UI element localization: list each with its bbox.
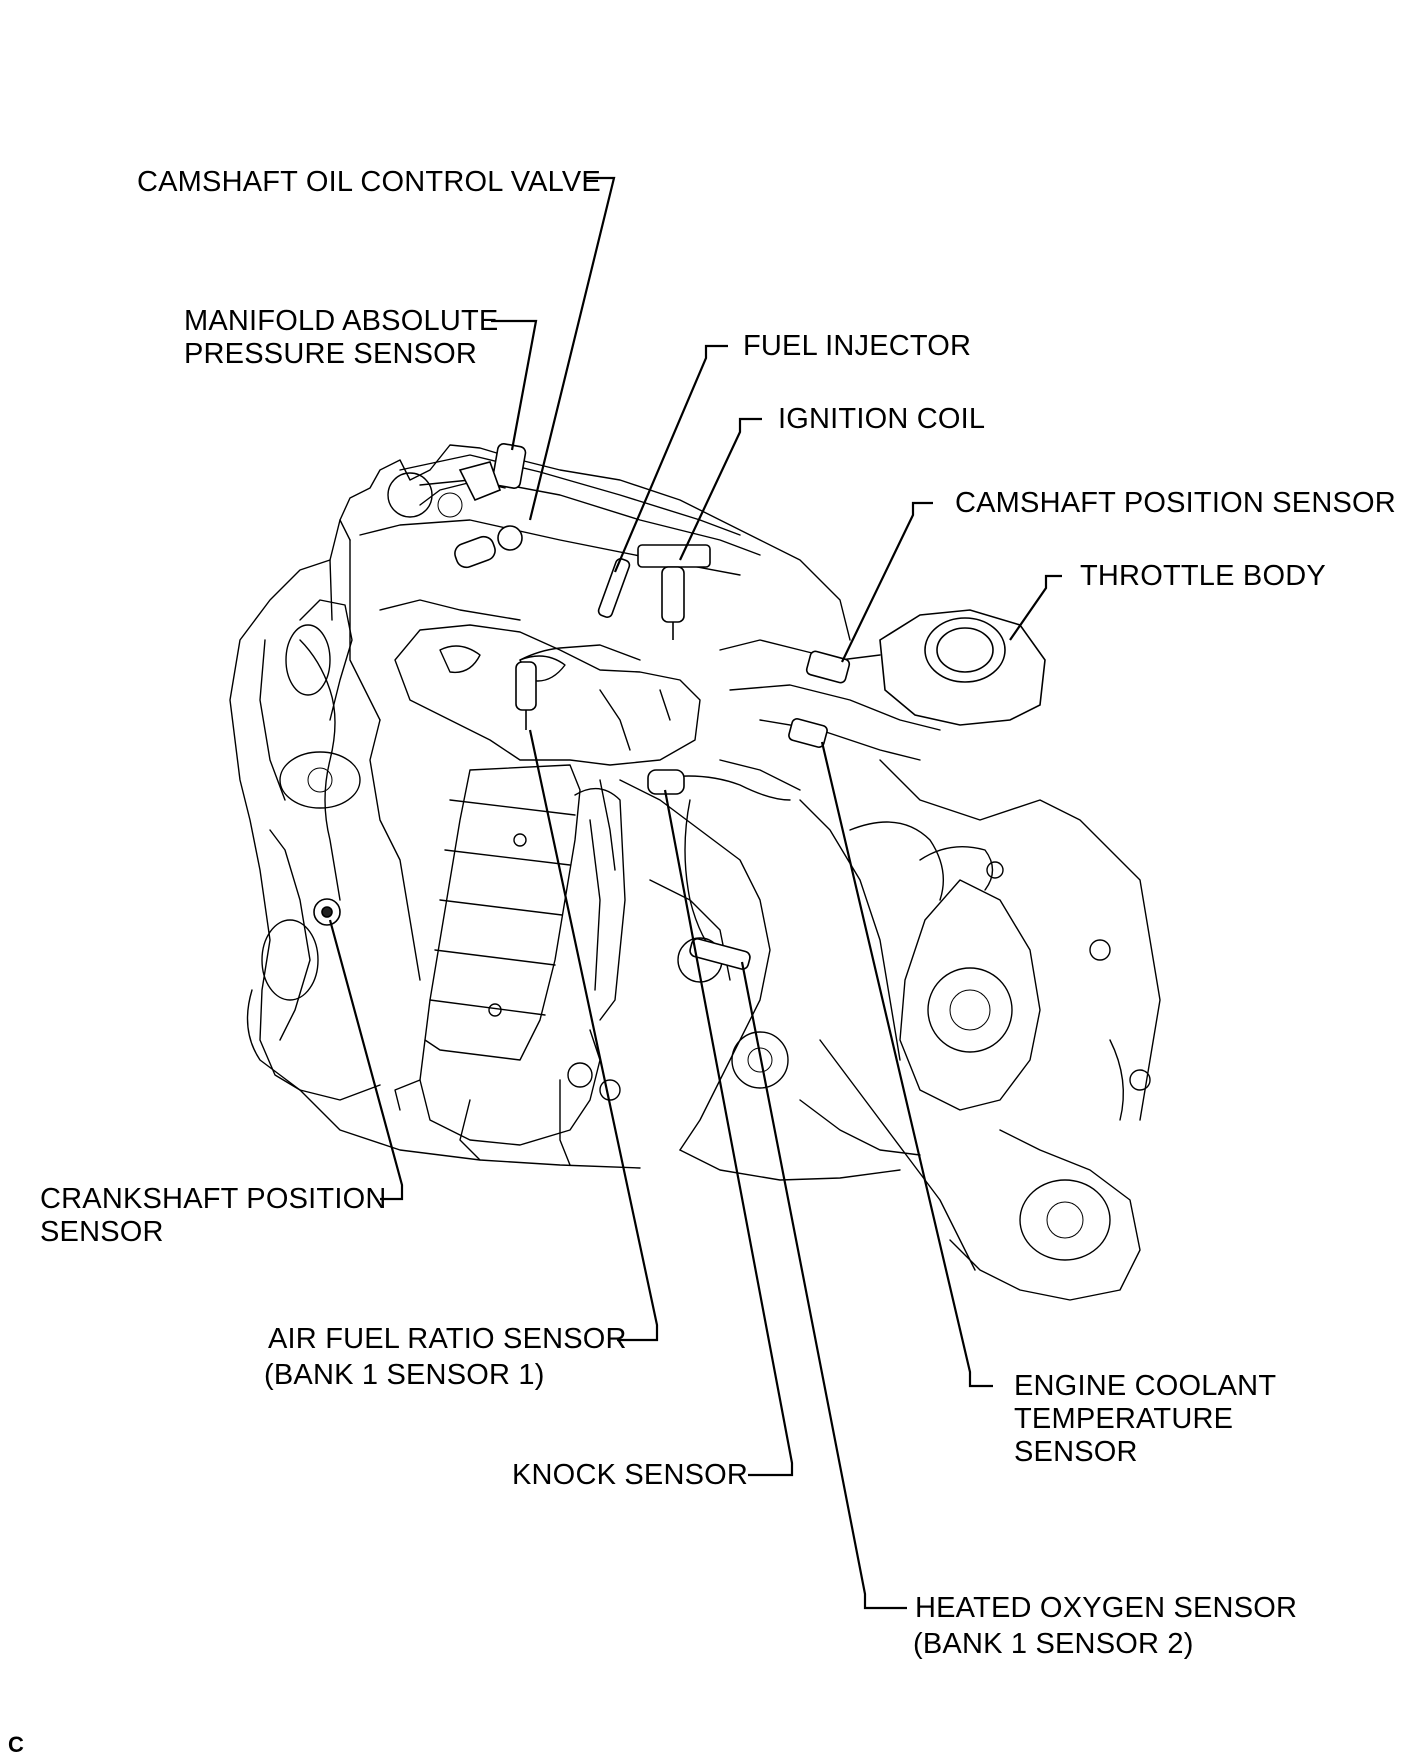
figure-code: C bbox=[8, 1732, 24, 1757]
label-camshaft-position-sensor: CAMSHAFT POSITION SENSOR bbox=[955, 487, 1396, 519]
leader-ignition-coil bbox=[679, 417, 762, 561]
leader-lines bbox=[328, 176, 1062, 1610]
leader-heated-oxygen-sensor bbox=[740, 961, 907, 1610]
label-map-sensor-line1: MANIFOLD ABSOLUTE bbox=[184, 305, 499, 337]
label-crankshaft-position-sensor-line1: CRANKSHAFT POSITION bbox=[40, 1183, 387, 1215]
label-air-fuel-ratio-sensor-line2: (BANK 1 SENSOR 1) bbox=[264, 1359, 545, 1391]
label-ect-sensor-line2: TEMPERATURE bbox=[1014, 1403, 1234, 1435]
label-knock-sensor: KNOCK SENSOR bbox=[512, 1459, 749, 1491]
engine-outline bbox=[229, 444, 1161, 1301]
label-heated-oxygen-sensor-line2: (BANK 1 SENSOR 2) bbox=[913, 1628, 1194, 1660]
label-camshaft-oil-control-valve: CAMSHAFT OIL CONTROL VALVE bbox=[137, 166, 601, 198]
label-map-sensor-line2: PRESSURE SENSOR bbox=[184, 338, 478, 370]
label-fuel-injector: FUEL INJECTOR bbox=[743, 330, 972, 362]
label-ignition-coil: IGNITION COIL bbox=[778, 403, 986, 435]
components bbox=[313, 443, 1046, 970]
label-heated-oxygen-sensor-line1: HEATED OXYGEN SENSOR bbox=[915, 1592, 1298, 1624]
label-crankshaft-position-sensor-line2: SENSOR bbox=[40, 1216, 164, 1248]
leader-air-fuel-ratio-sensor bbox=[528, 729, 659, 1342]
leader-fuel-injector bbox=[613, 344, 728, 573]
label-air-fuel-ratio-sensor-line1: AIR FUEL RATIO SENSOR bbox=[268, 1323, 627, 1355]
leader-camshaft-oil-control-valve bbox=[528, 176, 616, 521]
leader-knock-sensor bbox=[663, 789, 794, 1477]
label-throttle-body: THROTTLE BODY bbox=[1080, 560, 1326, 592]
leader-throttle-body bbox=[1009, 574, 1062, 641]
leader-map-sensor bbox=[491, 319, 538, 451]
leader-engine-coolant-temperature-sensor bbox=[820, 741, 993, 1388]
label-ect-sensor-line3: SENSOR bbox=[1014, 1436, 1138, 1468]
leader-crankshaft-position-sensor bbox=[328, 919, 404, 1201]
label-ect-sensor-line1: ENGINE COOLANT bbox=[1014, 1370, 1277, 1402]
leader-camshaft-position-sensor bbox=[841, 501, 933, 663]
